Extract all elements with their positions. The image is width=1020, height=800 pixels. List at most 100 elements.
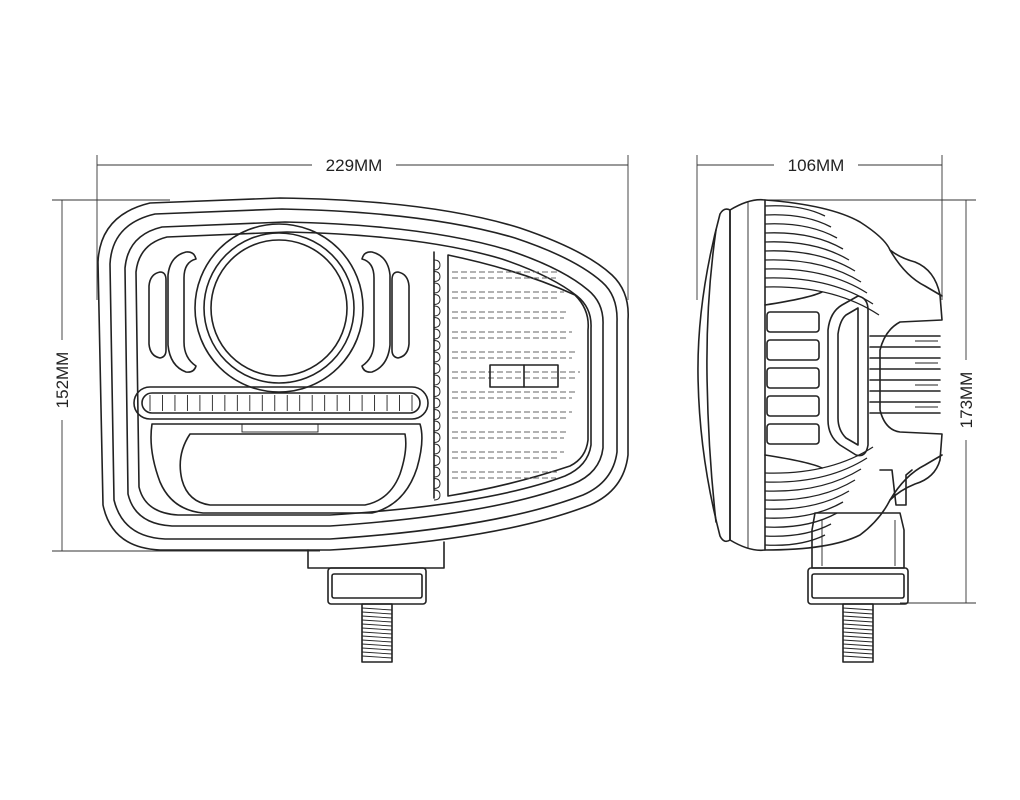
- projector-lens-outer: [194, 223, 364, 393]
- led-comb-tooth: [433, 478, 441, 489]
- heatsink-fin: [764, 250, 856, 272]
- led-comb-tooth: [433, 443, 441, 455]
- bolt-thread: [361, 651, 393, 655]
- drl-bar-inner: [141, 392, 421, 414]
- heatsink-fin: [764, 479, 856, 501]
- heatsink-fin: [764, 223, 838, 239]
- side-heatsink-fins-bottom: [764, 446, 874, 546]
- front-bezel-inner: [135, 231, 592, 516]
- heatsink-fin: [764, 512, 838, 528]
- bolt-thread: [842, 647, 874, 651]
- side-pocket-inner: [837, 307, 859, 446]
- front-bolt-threads: [361, 607, 393, 659]
- bolt-thread: [361, 623, 393, 627]
- body-slot: [766, 339, 820, 361]
- side-rear-flange: [889, 249, 943, 501]
- bolt-thread: [842, 619, 874, 623]
- body-slot: [766, 367, 820, 389]
- bolt-thread: [842, 635, 874, 639]
- bolt-thread: [842, 611, 874, 615]
- led-array-comb: [433, 259, 441, 501]
- side-bolt: [842, 603, 874, 663]
- side-heatsink-fins-top: [764, 205, 880, 316]
- bolt-thread: [842, 623, 874, 627]
- led-comb-tooth: [433, 305, 441, 317]
- led-comb-tooth: [433, 317, 441, 328]
- side-bar-left-inner: [148, 271, 167, 359]
- projector-lens-mid: [203, 232, 355, 384]
- bolt-thread: [361, 635, 393, 639]
- heatsink-fin: [764, 286, 880, 316]
- led-comb-tooth: [433, 386, 441, 397]
- led-comb-tooth: [433, 420, 441, 432]
- side-bar-left-outer: [167, 251, 197, 373]
- heatsink-fin: [764, 534, 826, 546]
- dimension-front-width: 229MM: [96, 152, 629, 300]
- side-pocket-outer: [827, 295, 869, 457]
- bolt-thread: [842, 627, 874, 631]
- body-slot: [766, 311, 820, 333]
- led-comb-tooth: [433, 340, 441, 351]
- slot-frame: [764, 291, 823, 469]
- bolt-thread: [361, 619, 393, 623]
- side-body-outline: [764, 199, 943, 551]
- heatsink-fin: [764, 205, 826, 217]
- bolt-thread: [361, 615, 393, 619]
- front-height-label: 152MM: [53, 352, 72, 409]
- bolt-thread: [361, 647, 393, 651]
- led-comb-tooth: [433, 363, 441, 374]
- side-front-face-inner: [706, 229, 717, 523]
- lower-reflector-inner: [179, 433, 407, 506]
- bolt-thread: [842, 639, 874, 643]
- led-comb-tooth: [433, 374, 441, 386]
- heatsink-fin: [764, 259, 862, 283]
- bolt-thread: [361, 631, 393, 635]
- side-bar-right-outer: [361, 251, 391, 373]
- led-comb-tooth: [433, 351, 441, 363]
- lower-reflector-tab: [241, 423, 319, 433]
- side-bezel: [729, 198, 766, 552]
- led-array-frame: [447, 254, 590, 497]
- led-comb-tooth: [433, 282, 441, 294]
- body-slot: [766, 395, 820, 417]
- body-slot: [766, 423, 820, 445]
- bolt-thread: [842, 643, 874, 647]
- heatsink-fin: [764, 457, 868, 483]
- bolt-thread: [361, 627, 393, 631]
- led-comb-tooth: [433, 294, 441, 305]
- led-comb-tooth: [433, 397, 441, 409]
- dimension-side-depth: 106MM: [696, 152, 943, 300]
- led-comb-tooth: [433, 466, 441, 478]
- bolt-thread: [842, 651, 874, 655]
- lower-reflector-outer: [150, 423, 423, 514]
- bolt-thread: [361, 639, 393, 643]
- side-depth-label: 106MM: [788, 156, 845, 175]
- front-housing-outer: [97, 197, 629, 551]
- heatsink-fin: [764, 241, 850, 261]
- front-mount-nut-face: [331, 573, 423, 599]
- heatsink-fin: [764, 268, 868, 294]
- bolt-thread: [842, 607, 874, 611]
- led-comb-tooth: [433, 432, 441, 443]
- bolt-thread: [361, 655, 393, 659]
- led-comb-tooth: [433, 259, 441, 271]
- heatsink-fin: [764, 214, 832, 228]
- front-bezel-outer: [124, 221, 604, 527]
- side-height-label: 173MM: [957, 372, 976, 429]
- bolt-thread: [842, 655, 874, 659]
- led-comb-tooth: [433, 409, 441, 420]
- dimension-side-height: 173MM: [760, 199, 978, 604]
- side-bolt-threads: [842, 607, 874, 659]
- led-comb-tooth: [433, 455, 441, 466]
- front-mount-block: [307, 541, 445, 569]
- bolt-thread: [361, 643, 393, 647]
- heatsink-fin: [764, 501, 844, 519]
- side-mount-block: [811, 512, 905, 569]
- bolt-thread: [361, 607, 393, 611]
- led-comb-tooth: [433, 489, 441, 501]
- front-bolt: [361, 603, 393, 663]
- heatsink-fin: [764, 232, 844, 250]
- side-bar-right-inner: [391, 271, 410, 359]
- led-array-dashes: [452, 271, 580, 479]
